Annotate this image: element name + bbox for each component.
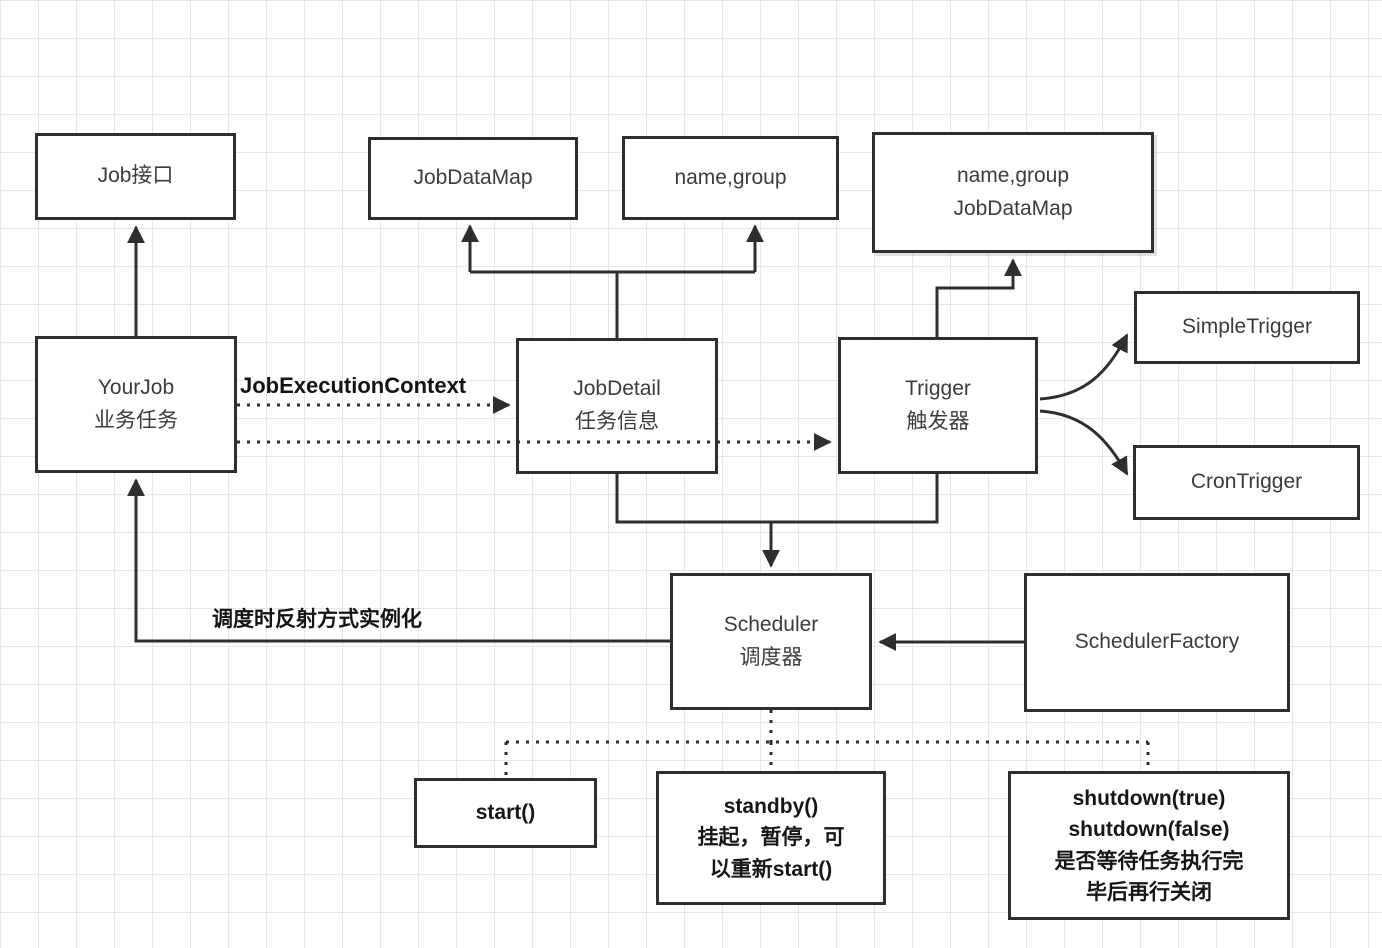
arrow-trigger-to-crontrigger [1039, 409, 1129, 476]
node-scheduler: Scheduler 调度器 [670, 573, 872, 710]
edge-label-reflection-instantiation: 调度时反射方式实例化 [212, 608, 422, 631]
node-label-line1: Trigger [905, 376, 971, 400]
node-jobdetail: JobDetail 任务信息 [516, 338, 718, 474]
node-label: SchedulerFactory [1074, 630, 1240, 654]
edge-label-jobexecutioncontext: JobExecutionContext [240, 373, 467, 398]
node-start-method: start() [414, 778, 597, 848]
node-standby-method: standby() 挂起，暂停，可 以重新start() [656, 771, 886, 905]
node-label-line1: standby() [723, 794, 819, 818]
node-label-line1: name,group [956, 163, 1070, 187]
node-job-interface: Job接口 [35, 133, 236, 220]
node-label-line2: 调度器 [739, 645, 803, 669]
node-label-line1: JobDetail [573, 377, 661, 401]
node-label-line2: JobDataMap [953, 196, 1073, 220]
node-label: start() [475, 800, 536, 824]
node-label-line2: 任务信息 [575, 410, 659, 433]
node-label-line2: 挂起，暂停，可 [697, 826, 845, 850]
node-yourjob: YourJob 业务任务 [35, 336, 237, 473]
node-label: name,group [674, 165, 787, 189]
node-label-line2: shutdown(false) [1068, 818, 1230, 841]
node-simpletrigger: SimpleTrigger [1134, 291, 1360, 364]
node-label: CronTrigger [1190, 470, 1303, 494]
arrow-trigger-to-simpletrigger [1039, 333, 1129, 401]
node-name-group-jobdatamap: name,group JobDataMap [872, 132, 1154, 253]
node-label-line2: 业务任务 [94, 408, 178, 432]
node-label-line3: 以重新start() [709, 857, 833, 881]
node-label-line1: Scheduler [723, 612, 819, 636]
node-schedulerfactory: SchedulerFactory [1024, 573, 1290, 712]
arrow-trigger-to-name-group-jobdatamap [935, 258, 1022, 337]
connector-scheduler-methods-dotted [504, 710, 1150, 778]
connector-jobdetail-trigger-bus [615, 474, 939, 524]
node-label-line3: 是否等待任务执行完 [1054, 849, 1244, 873]
node-label-line4: 毕后再行关闭 [1086, 881, 1212, 904]
node-crontrigger: CronTrigger [1133, 445, 1360, 520]
node-name-group: name,group [622, 136, 839, 220]
node-label: JobDataMap [413, 166, 533, 190]
node-label: SimpleTrigger [1182, 315, 1312, 339]
node-trigger: Trigger 触发器 [838, 337, 1038, 474]
node-jobdatamap: JobDataMap [368, 137, 578, 220]
node-shutdown-method: shutdown(true) shutdown(false) 是否等待任务执行完… [1008, 771, 1290, 920]
node-label-line1: YourJob [97, 375, 175, 399]
node-label: Job接口 [97, 164, 174, 188]
node-label-line2: 触发器 [906, 409, 970, 433]
node-label-line1: shutdown(true) [1072, 786, 1226, 810]
connector-jobdetail-split [470, 270, 755, 338]
